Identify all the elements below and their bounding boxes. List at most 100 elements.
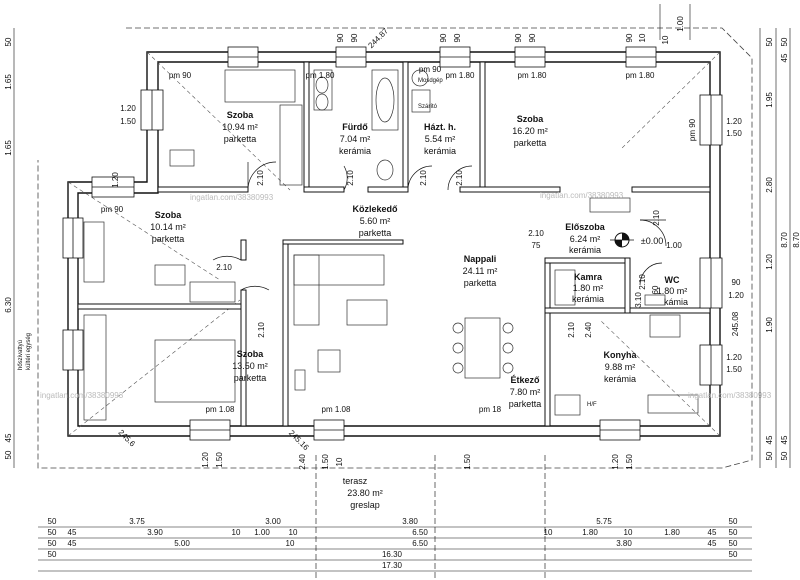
opening-label: 2.10 [528, 229, 544, 238]
dim-label: 50 [765, 37, 774, 46]
opening-label: 90 [625, 33, 634, 42]
opening-label: pm 1.80 [446, 71, 475, 80]
opening-label: 90 [514, 33, 523, 42]
room-etkezo: Étkező 7.80 m² parketta [509, 375, 542, 409]
room-material: parketta [152, 234, 185, 244]
room-material: kerámia [569, 245, 601, 255]
dim-label: 16.30 [382, 550, 403, 559]
opening-label: 10 [638, 33, 647, 42]
dim-label: 6.30 [4, 297, 13, 313]
room-area: 7.04 m² [340, 134, 371, 144]
opening-label: 1.50 [726, 365, 742, 374]
watermark-2: ingatlan.com/38380993 [540, 191, 624, 200]
dim-label: 3.80 [402, 517, 418, 526]
dim-label: 10 [289, 528, 298, 537]
opening-label: 2.10 [346, 170, 355, 186]
dim-label: 10 [544, 528, 553, 537]
room-area: 7.80 m² [510, 387, 541, 397]
room-name: Szoba [155, 210, 182, 220]
room-name: Szoba [227, 110, 254, 120]
dim-label: 50 [729, 517, 738, 526]
dim-label: 10 [286, 539, 295, 548]
dim-label: 1.00 [254, 528, 270, 537]
dim-label: 8.70 [792, 232, 800, 248]
doors [212, 161, 667, 291]
site-dash-lines [37, 27, 753, 580]
room-szoba-w: Szoba 10.14 m² parketta [150, 210, 186, 244]
room-haztart: Házt. h. 5.54 m² kerámia [424, 122, 456, 156]
opening-label: 1.20 [201, 452, 210, 468]
room-area: 16.20 m² [512, 126, 548, 136]
opening-label: 244.87 [366, 26, 390, 50]
level-marker [610, 232, 634, 248]
room-konyha: Konyha 9.88 m² kerámia [603, 350, 637, 384]
opening-label: 90 [528, 33, 537, 42]
bottom-dimensions: 50 3.75 3.00 3.80 5.75 50 50 45 3.90 10 … [48, 517, 738, 570]
room-material: parketta [359, 228, 392, 238]
opening-label: 2.10 [638, 274, 647, 290]
dim-label: 1.00 [676, 16, 685, 32]
opening-label: 1.50 [463, 454, 472, 470]
dim-label: 1.95 [765, 92, 774, 108]
dim-label: 45 [68, 528, 77, 537]
room-area: 24.11 m² [463, 266, 498, 276]
room-material: parketta [234, 373, 267, 383]
room-name: Házt. h. [424, 122, 456, 132]
room-area: 9.88 m² [605, 362, 636, 372]
dim-label: 3.75 [129, 517, 145, 526]
opening-label: 1.20 [726, 353, 742, 362]
opening-label: 2.10 [216, 263, 232, 272]
dim-label: 50 [729, 539, 738, 548]
room-name: Szoba [517, 114, 544, 124]
opening-label: pm 18 [479, 405, 502, 414]
dim-label: 50 [729, 528, 738, 537]
dim-label: 5.00 [174, 539, 190, 548]
opening-label: 2.40 [584, 322, 593, 338]
dim-label: 2.80 [765, 177, 774, 193]
room-name: Nappali [464, 254, 497, 264]
opening-label: 1.20 [726, 117, 742, 126]
room-name: WC [665, 275, 680, 285]
room-material: parketta [464, 278, 497, 288]
bottom-dimension-lines [38, 526, 752, 572]
dim-label: 1.65 [4, 74, 13, 90]
watermark-1: ingatlan.com/38380993 [190, 193, 274, 202]
opening-label: pm 90 [688, 118, 697, 141]
dim-label: 45 [68, 539, 77, 548]
opening-label: 1.00 [666, 241, 682, 250]
room-furdo: Fürdő 7.04 m² kerámia [339, 122, 371, 156]
opening-label: 2.10 [567, 322, 576, 338]
room-area: 10.94 m² [222, 122, 258, 132]
room-area: 23.80 m² [347, 488, 383, 498]
opening-label: pm 1.08 [322, 405, 351, 414]
room-name: Kamra [574, 272, 603, 282]
watermark-3: ingatlan.com/38380993 [40, 391, 124, 400]
opening-label: 2.10 [455, 170, 464, 186]
room-szoba-ne: Szoba 16.20 m² parketta [512, 114, 548, 148]
opening-label: pm 90 [101, 205, 124, 214]
dim-label: 5.75 [596, 517, 612, 526]
opening-label: 1.20 [111, 172, 120, 188]
room-material: greslap [350, 500, 380, 510]
fridge-label: H/F [587, 402, 597, 408]
opening-label: pm 90 [419, 65, 442, 74]
dim-label: 17.30 [382, 561, 403, 570]
room-area: 1.80 m² [573, 283, 604, 293]
room-nappali: Nappali 24.11 m² parketta [463, 254, 498, 288]
room-area: 1.80 m² [657, 286, 688, 296]
dim-label: 8.70 [780, 232, 789, 248]
opening-label: 1.20 [611, 454, 620, 470]
opening-label: pm 1.80 [626, 71, 655, 80]
opening-label: pm 1.08 [206, 405, 235, 414]
room-material: kerámia [339, 146, 371, 156]
opening-label: 245.08 [731, 311, 740, 336]
opening-label: 1.50 [120, 117, 136, 126]
dim-label: 50 [48, 528, 57, 537]
room-kozlekedo: Közlekedő 5.60 m² parketta [352, 204, 398, 238]
dim-label: 50 [4, 450, 13, 459]
opening-label: 10 [335, 457, 344, 466]
interior-walls [77, 61, 711, 427]
dim-label: 6.50 [412, 539, 428, 548]
dim-label: 45 [4, 433, 13, 442]
opening-label: 1.20 [728, 291, 744, 300]
